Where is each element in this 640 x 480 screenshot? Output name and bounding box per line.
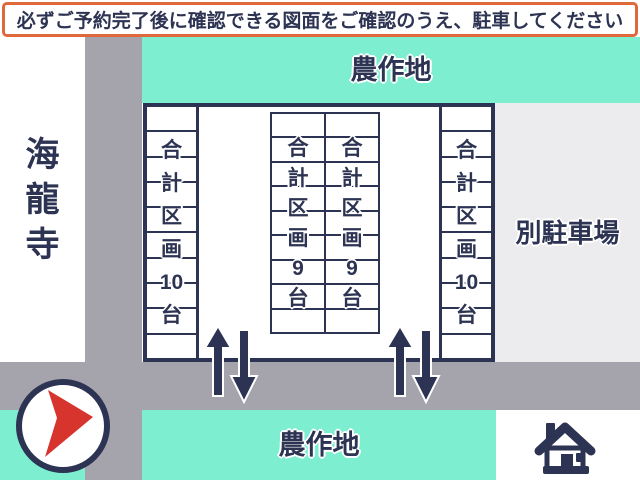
warning-banner: 必ずご予約完了後に確認できる図面をご確認のうえ、駐車してください bbox=[2, 2, 638, 37]
parking-stall bbox=[147, 231, 196, 256]
parking-stall bbox=[147, 206, 196, 231]
parking-stall bbox=[272, 185, 324, 209]
house-icon bbox=[534, 422, 596, 474]
stall-columns-middle: 合 計 区 画 9 台 合 計 区 画 9 台 bbox=[270, 112, 380, 334]
parking-stall bbox=[147, 130, 196, 155]
parking-stall bbox=[326, 283, 378, 307]
parking-stall bbox=[326, 307, 378, 332]
stall-column-right: 合 計 区 画 10 台 bbox=[439, 107, 491, 358]
farmland-top-label: 農作地 bbox=[350, 54, 432, 85]
parking-stall bbox=[147, 107, 196, 130]
farmland-bottom-label: 農作地 bbox=[278, 429, 360, 460]
entrance-arrows-right-icon bbox=[385, 324, 441, 404]
parking-stall bbox=[147, 155, 196, 181]
parking-stall bbox=[442, 307, 491, 332]
parking-stall bbox=[442, 180, 491, 206]
parking-stall bbox=[147, 180, 196, 206]
parking-stall bbox=[442, 107, 491, 130]
entrance-arrows-left-icon bbox=[203, 324, 259, 404]
parking-stall bbox=[442, 130, 491, 155]
parking-stall bbox=[442, 231, 491, 256]
temple-label-char: 寺 bbox=[25, 225, 60, 264]
parking-stall bbox=[272, 114, 324, 136]
parking-stall bbox=[326, 114, 378, 136]
parking-stall bbox=[272, 283, 324, 307]
warning-banner-text: 必ずご予約完了後に確認できる図面をご確認のうえ、駐車してください bbox=[16, 11, 624, 32]
parking-stall bbox=[326, 185, 378, 209]
parking-stall bbox=[326, 160, 378, 185]
parking-stall bbox=[442, 155, 491, 181]
road-horizontal bbox=[0, 362, 640, 410]
temple-label-char: 龍 bbox=[25, 180, 60, 219]
parking-stall bbox=[272, 160, 324, 185]
farmland-top-area: 農作地 bbox=[142, 37, 640, 103]
parking-stall bbox=[147, 332, 196, 358]
parking-stall bbox=[272, 307, 324, 332]
parking-stall bbox=[272, 209, 324, 234]
parking-stall bbox=[326, 234, 378, 258]
temple-label-char: 海 bbox=[25, 135, 60, 174]
other-parking-label: 別駐車場 bbox=[515, 217, 620, 248]
parking-stall bbox=[147, 256, 196, 282]
other-parking-area: 別駐車場 bbox=[495, 103, 640, 362]
parking-stall bbox=[272, 258, 324, 283]
stall-column-middle-right: 合 計 区 画 9 台 bbox=[324, 114, 378, 332]
parking-stall bbox=[442, 206, 491, 231]
parking-stall bbox=[442, 256, 491, 282]
parking-stall bbox=[272, 234, 324, 258]
parking-stall bbox=[326, 209, 378, 234]
parking-stall bbox=[272, 136, 324, 160]
red-direction-arrow-icon bbox=[16, 379, 110, 473]
parking-stall bbox=[442, 282, 491, 307]
stall-column-left: 合 計 区 画 10 台 bbox=[147, 107, 199, 358]
parking-stall bbox=[326, 136, 378, 160]
parking-stall bbox=[442, 332, 491, 358]
parking-stall bbox=[147, 307, 196, 332]
temple-area: 海 龍 寺 bbox=[0, 37, 85, 362]
parking-stall bbox=[326, 258, 378, 283]
parking-stall bbox=[147, 282, 196, 307]
farmland-bottom-area: 農作地 bbox=[142, 410, 496, 480]
parking-lot: 合 計 区 画 10 台 合 計 区 画 9 台 bbox=[143, 103, 495, 362]
stall-column-middle-left: 合 計 区 画 9 台 bbox=[272, 114, 324, 332]
